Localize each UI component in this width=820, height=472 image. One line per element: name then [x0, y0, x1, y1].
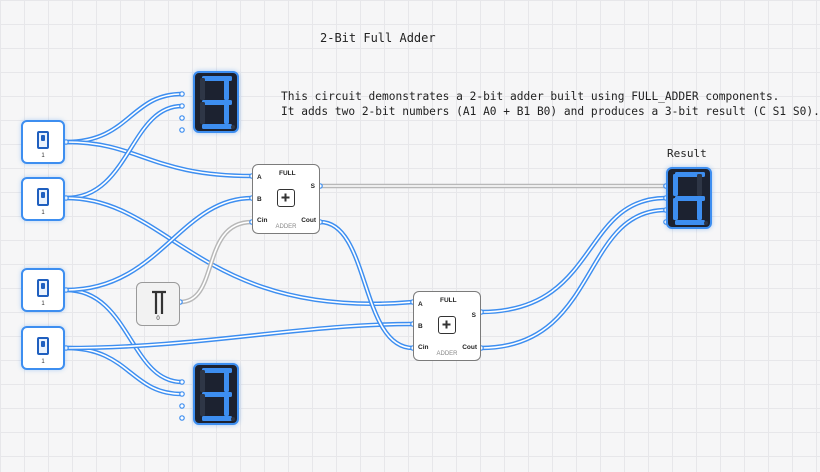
adder-bottom-label: ADDER — [275, 224, 297, 230]
input-switch-a0[interactable]: 1 — [21, 120, 65, 164]
wire-const-cin-outline — [177, 219, 255, 305]
wire-a0-adder1-a — [65, 141, 253, 177]
wire-s1-result — [480, 197, 667, 313]
connection-pin[interactable] — [179, 379, 185, 385]
wire-b1-adder2-b-outline — [63, 321, 416, 351]
wire-b1-adder2-b — [65, 323, 414, 349]
segment-dp — [704, 221, 708, 225]
description-text: This circuit demonstrates a 2-bit adder … — [281, 90, 820, 118]
page-title: 2-Bit Full Adder — [320, 31, 436, 45]
wire-a1-display — [65, 105, 183, 199]
adder-top-label: FULL — [440, 297, 457, 304]
wire-cout2-result-outline — [478, 207, 669, 351]
connection-pin[interactable] — [179, 127, 185, 133]
connection-pin[interactable] — [179, 103, 185, 109]
wire-layer — [63, 91, 669, 421]
input-switch-a1[interactable]: 1 — [21, 177, 65, 221]
pin-label-b: B — [418, 323, 423, 330]
segment-f — [673, 174, 678, 196]
pin-label-a: A — [418, 301, 423, 308]
segment-e — [200, 102, 205, 124]
segment-f — [200, 370, 205, 392]
wire-b0-adder1-b-outline — [63, 195, 255, 293]
segment-c — [224, 102, 229, 124]
segment-e — [200, 394, 205, 416]
segment-d — [675, 220, 705, 225]
connection-pin[interactable] — [179, 403, 185, 409]
segment-dp — [231, 125, 235, 129]
pin-label-s: S — [471, 312, 476, 319]
switch-toggle-icon — [37, 337, 49, 355]
switch-value: 1 — [41, 153, 45, 159]
chip-icon — [277, 189, 295, 207]
display-result — [666, 167, 712, 229]
seven-segment-digit — [673, 172, 708, 225]
adder-bottom-label: ADDER — [436, 351, 458, 357]
segment-d — [202, 124, 232, 129]
seven-segment-digit — [200, 76, 235, 129]
wire-a1-adder2-a — [65, 197, 414, 305]
connection-pin[interactable] — [179, 115, 185, 121]
wire-a0-adder1-a-outline — [63, 139, 255, 179]
result-label: Result — [667, 147, 707, 160]
switch-toggle-icon — [37, 279, 49, 297]
full-adder-1[interactable]: FULL A B Cin S Cout ADDER — [252, 164, 320, 234]
input-switch-b1[interactable]: 1 — [21, 326, 65, 370]
segment-c — [224, 394, 229, 416]
segment-dp — [231, 417, 235, 421]
chip-icon — [438, 316, 456, 334]
input-switch-b0[interactable]: 1 — [21, 268, 65, 312]
wire-cout1-cin2 — [319, 221, 414, 349]
switch-value: 1 — [41, 359, 45, 365]
pin-label-cin: Cin — [418, 344, 429, 351]
segment-b — [697, 174, 702, 196]
wire-const-cin — [179, 221, 253, 303]
seven-segment-digit — [200, 368, 235, 421]
adder-top-label: FULL — [279, 170, 296, 177]
switch-toggle-icon — [37, 188, 49, 206]
segment-d — [202, 416, 232, 421]
pin-label-b: B — [257, 196, 262, 203]
connection-pin[interactable] — [179, 91, 185, 97]
pin-label-cout: Cout — [462, 344, 477, 351]
segment-f — [200, 78, 205, 100]
segment-b — [224, 78, 229, 100]
pin-label-cout: Cout — [301, 217, 316, 224]
constant-zero-input[interactable]: 0 — [136, 282, 180, 326]
constant-low-icon — [152, 290, 166, 314]
segment-e — [673, 198, 678, 220]
display-b — [193, 363, 239, 425]
segment-c — [697, 198, 702, 220]
switch-value: 1 — [41, 210, 45, 216]
wire-a0-display-outline — [63, 91, 185, 145]
constant-value: 0 — [156, 316, 160, 322]
wire-b1-display — [65, 347, 183, 395]
wire-b0-adder1-b — [65, 197, 253, 291]
wire-b1-display-outline — [63, 345, 185, 397]
wire-b0-display — [65, 289, 183, 383]
pin-label-cin: Cin — [257, 217, 268, 224]
switch-value: 1 — [41, 301, 45, 307]
connection-pin[interactable] — [179, 415, 185, 421]
wire-a0-display — [65, 93, 183, 143]
pin-label-s: S — [310, 183, 315, 190]
full-adder-2[interactable]: FULL A B Cin S Cout ADDER — [413, 291, 481, 361]
pin-label-a: A — [257, 174, 262, 181]
segment-b — [224, 370, 229, 392]
switch-toggle-icon — [37, 131, 49, 149]
connection-pin[interactable] — [179, 391, 185, 397]
wire-a1-adder2-a-outline — [63, 195, 416, 306]
wire-cout2-result — [480, 209, 667, 349]
display-a — [193, 71, 239, 133]
